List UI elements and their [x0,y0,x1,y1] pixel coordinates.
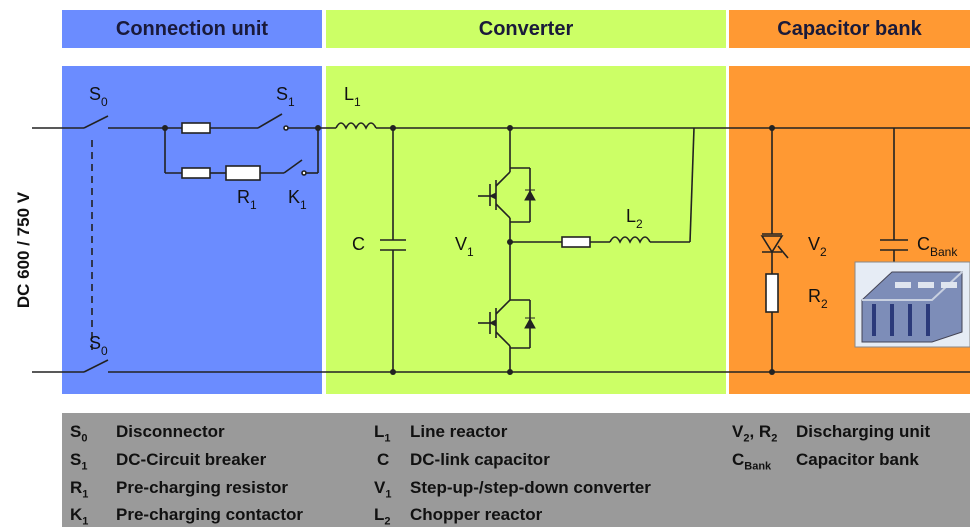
legend-sym-r1: R1 [70,478,89,501]
r1-resistor [225,165,261,181]
label-v1: V1 [455,234,474,259]
header-connection-unit: Connection unit [62,10,322,48]
legend-sym-l2: L2 [374,505,391,527]
fuse-top [181,122,211,134]
legend-sym-s1: S1 [70,450,88,473]
v1-lower-diode [524,317,536,329]
legend-desc-k1: Pre-charging contactor [116,505,304,524]
legend-sym-v1: V1 [374,478,392,501]
legend-desc-c: DC-link capacitor [410,450,550,469]
legend-sym-c: C [377,450,390,469]
legend-desc-cbank: Capacitor bank [796,450,919,469]
legend-desc-l2: Chopper reactor [410,505,543,524]
header-converter-label: Converter [478,17,574,40]
label-r2: R2 [808,286,828,311]
s0-bottom-switch [83,359,109,373]
legend-desc-l1: Line reactor [410,422,508,441]
s1-switch [257,113,283,129]
k1-switch [283,159,303,174]
legend-desc-s0: Disconnector [116,422,225,441]
legend-sym-v2-r2: V2, R2 [732,422,778,445]
label-r1: R1 [237,187,257,212]
legend-panel [62,413,970,527]
header-connection-unit-label: Connection unit [115,17,269,40]
legend-desc-v1: Step-up-/step-down converter [410,478,651,497]
l1-inductor [335,122,377,130]
label-s1: S1 [276,84,295,109]
legend-sym-l1: L1 [374,422,391,445]
r2-resistor [765,273,779,313]
label-k1: K1 [288,187,307,212]
label-c: C [352,234,365,254]
label-l1: L1 [344,84,361,109]
legend-sym-cbank: CBank [732,450,772,473]
fuse-mid [561,236,591,248]
label-l2: L2 [626,206,643,231]
capacitor-bank-photo [854,261,970,348]
label-s0-bottom: S0 [89,333,108,358]
legend-sym-s0: S0 [70,422,88,445]
header-converter: Converter [326,10,726,48]
v1-upper-diode [524,189,536,201]
fuse-precharge [181,167,211,179]
panel-connection-unit [62,66,322,394]
label-cbank: CBank [917,234,958,259]
s0-top-switch [83,115,109,129]
header-capacitor-bank-label: Capacitor bank [777,17,922,40]
legend-sym-k1: K1 [70,505,89,527]
legend-desc-v2-r2: Discharging unit [796,422,931,441]
header-capacitor-bank: Capacitor bank [729,10,970,48]
legend-desc-r1: Pre-charging resistor [116,478,288,497]
label-v2: V2 [808,234,827,259]
label-s0-top: S0 [89,84,108,109]
l2-inductor [609,236,651,244]
v2-thyristor [760,235,784,254]
legend-desc-s1: DC-Circuit breaker [116,450,267,469]
